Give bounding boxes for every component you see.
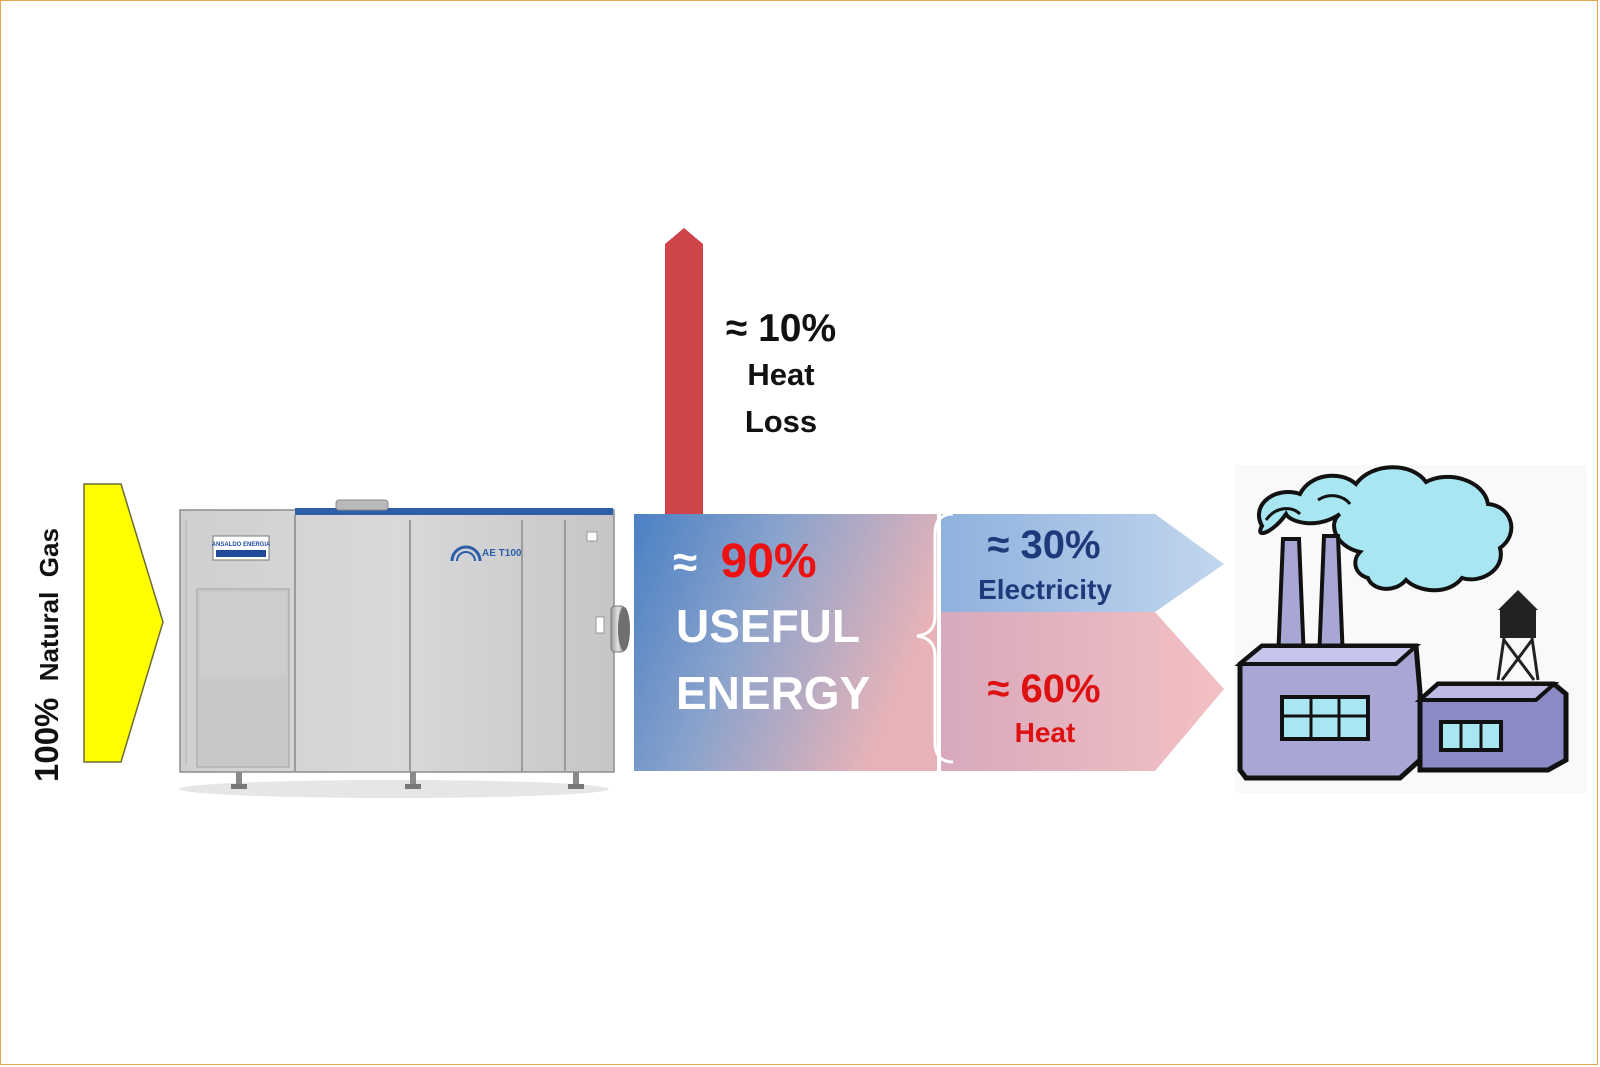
electricity-percent: ≈ 30% xyxy=(987,523,1100,567)
useful-energy-label-line1: USEFUL xyxy=(676,600,860,652)
input-label: Natural Gas xyxy=(34,528,64,681)
model-badge: AE T100 xyxy=(450,545,522,562)
heat-arrow xyxy=(941,612,1224,771)
useful-energy-label-line2: ENERGY xyxy=(676,667,870,719)
split-brace xyxy=(916,512,954,764)
brand-badge-text: ANSALDO ENERGIA xyxy=(212,542,271,548)
useful-approx: ≈ xyxy=(673,538,697,587)
heat-loss-label-line2: Loss xyxy=(745,404,817,439)
heat-loss-percent: ≈ 10% xyxy=(726,307,836,350)
electricity-label: Electricity xyxy=(978,574,1112,605)
heat-loss-arrow xyxy=(665,228,703,520)
heat-label: Heat xyxy=(1015,717,1076,748)
useful-percent-value: 90% xyxy=(721,535,817,588)
natural-gas-arrow xyxy=(83,483,164,763)
heat-loss-label-line1: Heat xyxy=(747,357,814,392)
microturbine-unit: ANSALDO ENERGIA AE T100 xyxy=(179,499,630,798)
electricity-arrow xyxy=(941,514,1224,612)
input-percent: 100% xyxy=(28,698,65,782)
useful-energy-percent: ≈ 90% xyxy=(673,535,817,588)
factory-icon xyxy=(1234,465,1587,793)
model-badge-text: AE T100 xyxy=(482,548,522,559)
heat-percent: ≈ 60% xyxy=(987,667,1100,711)
brand-badge: ANSALDO ENERGIA xyxy=(212,535,271,561)
natural-gas-label: 100% Natural Gas xyxy=(28,528,65,782)
useful-energy-block xyxy=(634,514,937,771)
